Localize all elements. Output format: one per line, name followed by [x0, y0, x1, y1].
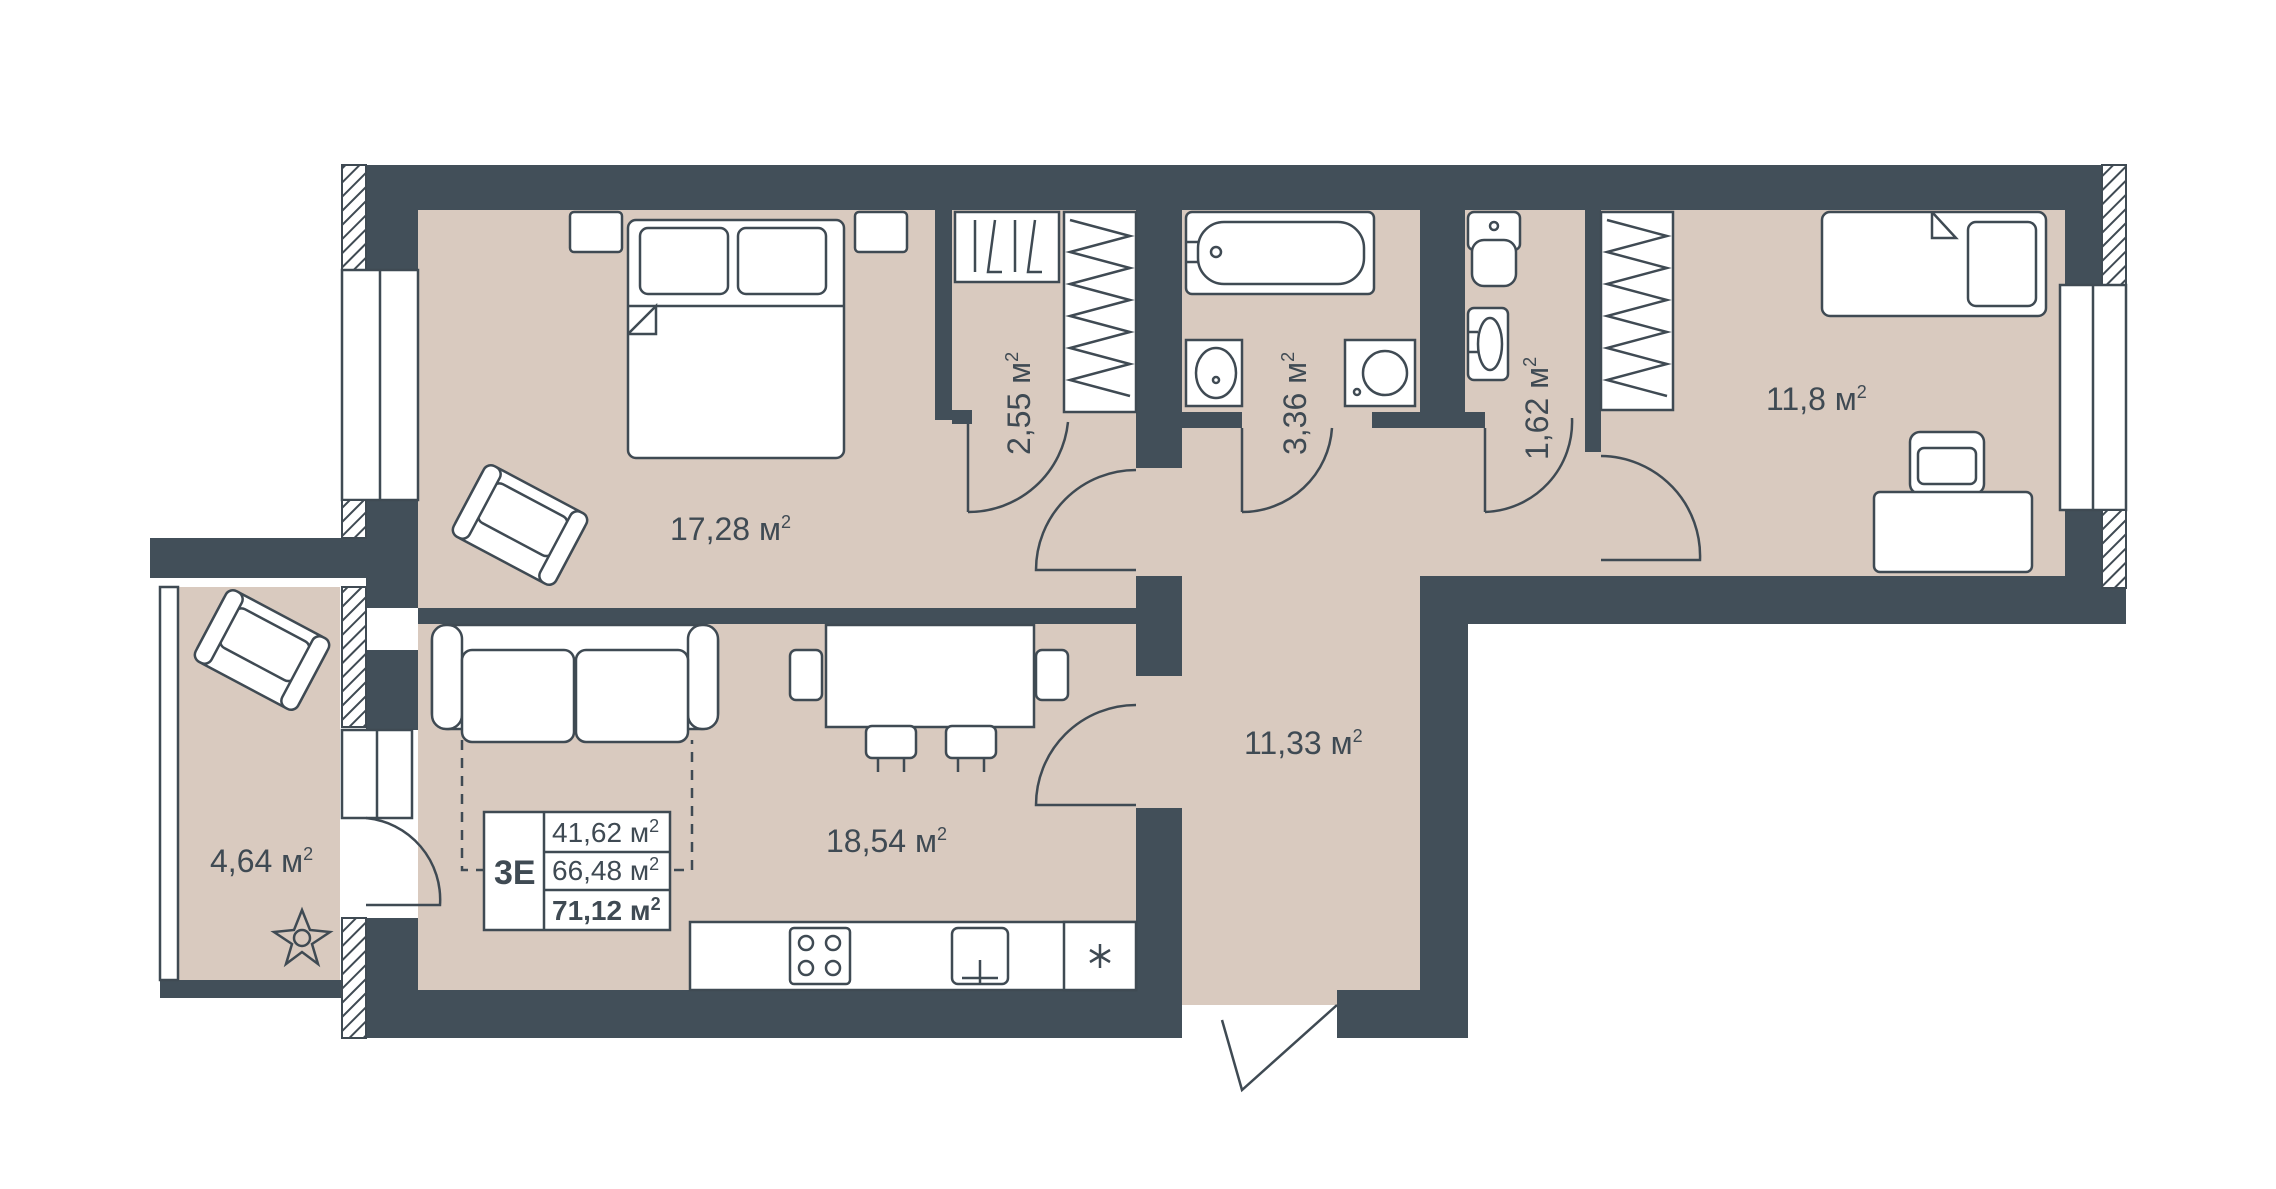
toilet-icon: [1466, 210, 1522, 288]
bedroom-door: [1034, 468, 1137, 572]
fridge-icon: [1062, 920, 1138, 992]
stove-icon: [788, 926, 852, 986]
balcony-door: [365, 816, 442, 907]
bathroom-area: 3,36 м2: [1277, 352, 1313, 455]
doors: [365, 417, 1702, 1093]
toilet-sink-icon: [1466, 306, 1510, 382]
balcony-area: 4,64 м2: [210, 843, 313, 879]
living-door: [1034, 703, 1137, 807]
sink-icon: [1184, 338, 1244, 408]
balcony-glazing: [158, 585, 180, 982]
living-area-value: 41,62 м2: [552, 816, 659, 848]
bedroom-furniture: [451, 210, 909, 586]
plant-icon: [270, 906, 334, 968]
living-kitchen-area: 18,54 м2: [826, 823, 947, 859]
bathtub-icon: [1184, 210, 1376, 296]
kids-wardrobe-icon: [1599, 210, 1675, 412]
sink-icon: [950, 926, 1010, 986]
dining-table-icon: [788, 623, 1070, 772]
armchair-icon: [193, 589, 331, 711]
desk-icon: [1872, 430, 2034, 574]
kids-door: [1600, 454, 1702, 562]
bedroom-area: 17,28 м2: [670, 511, 791, 547]
walls: [150, 165, 2126, 1038]
nightstand-left: [568, 210, 624, 254]
bathroom-door: [1240, 427, 1334, 514]
sofa-icon: [430, 623, 720, 744]
windows: [158, 164, 2128, 1039]
hall-area: 11,33 м2: [1244, 725, 1363, 761]
total-with-balcony-value: 71,12 м2: [552, 894, 661, 926]
kitchen-counter: [688, 920, 1138, 992]
toilet-door: [1483, 417, 1574, 514]
kids-bed-icon: [1820, 210, 2048, 318]
entrance-door: [1220, 1004, 1338, 1093]
kids-room-area: 11,8 м2: [1766, 381, 1867, 417]
total-area-value: 66,48 м2: [552, 854, 659, 886]
wardrobe-icon: [953, 210, 1138, 414]
armchair-icon: [451, 464, 589, 586]
apartment-legend: 3E 41,62 м2 66,48 м2 71,12 м2: [482, 810, 672, 932]
washing-machine-icon: [1343, 338, 1417, 408]
bed-icon: [626, 218, 846, 460]
wardrobe-area: 2,55 м2: [1001, 352, 1037, 455]
wardrobe-door: [966, 421, 1070, 514]
apartment-code: 3E: [494, 854, 536, 892]
hall-floor: [1136, 428, 1585, 1005]
nightstand-right: [853, 210, 909, 254]
toilet-area: 1,62 м2: [1519, 357, 1555, 460]
